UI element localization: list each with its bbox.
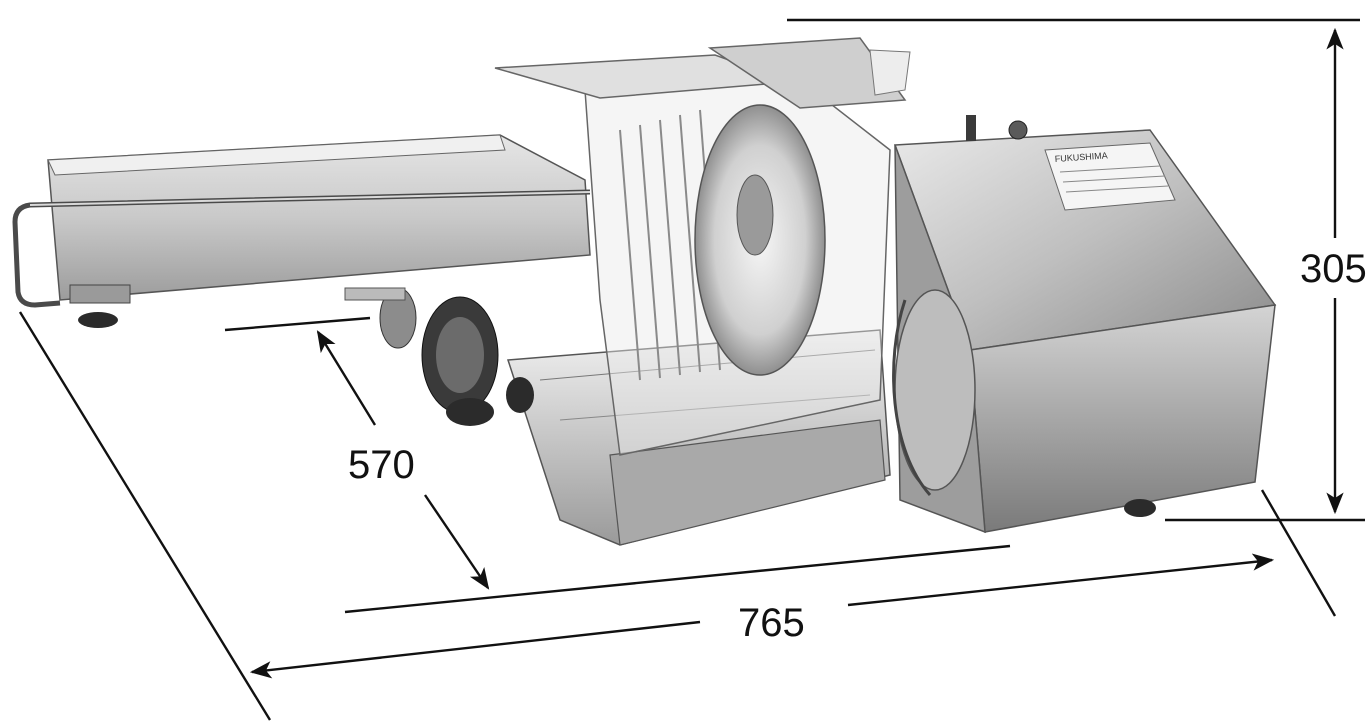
depth-extension-bottom: [344, 544, 1011, 614]
dimension-depth: 570: [224, 316, 1011, 614]
slicer-machine: FUKUSHIMA: [12, 37, 1277, 546]
label-plate: FUKUSHIMA: [1044, 142, 1176, 211]
width-extension-left: [18, 311, 272, 721]
knob: [1008, 120, 1028, 140]
width-arrow-left: [249, 620, 701, 679]
toggle-switch: [966, 115, 976, 141]
width-arrow-right: [847, 553, 1275, 607]
depth-label: 570: [348, 443, 415, 487]
drive-gears: [344, 287, 534, 426]
height-label: 305: [1300, 247, 1367, 291]
foot: [1124, 499, 1156, 517]
depth-arrow-bottom: [424, 494, 490, 590]
depth-arrow-top: [316, 330, 377, 426]
label-plate-brand: FUKUSHIMA: [1054, 150, 1108, 164]
cable: [892, 299, 932, 496]
base-tray: [506, 329, 891, 546]
width-extension-right: [1260, 489, 1337, 617]
depth-extension-top: [224, 316, 371, 332]
dimension-width: 765: [18, 311, 1337, 721]
width-label: 765: [738, 601, 805, 645]
feed-chute: [12, 134, 591, 328]
dimension-height: 305: [787, 18, 1367, 522]
slicing-chamber: [494, 37, 911, 456]
